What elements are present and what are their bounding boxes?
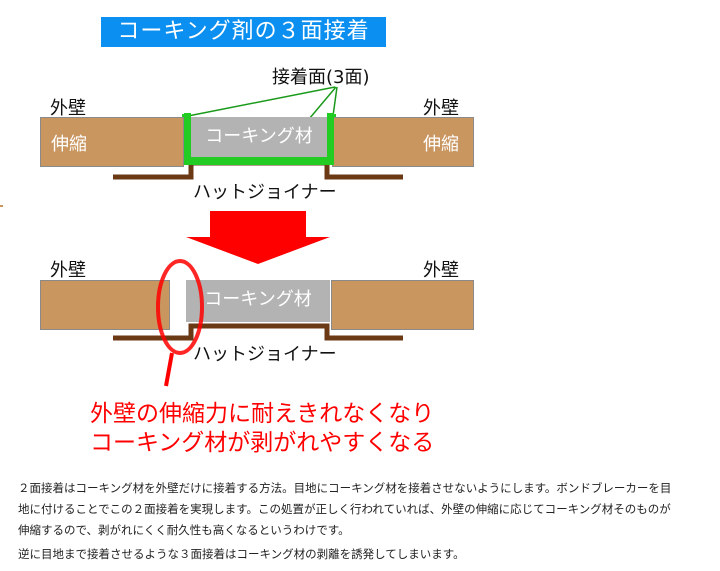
bond-surface-bottom [184,157,334,165]
bond-surface-right [327,113,334,165]
transition-arrow-icon [186,211,330,264]
hat-joiner-bottom [113,323,403,341]
gap-highlight-circle [156,259,204,355]
wall-right-label-top: 外壁 [423,98,459,119]
body-paragraph-2: 逆に目地まで接着させるような３面接着はコーキング材の剥離を誘発してしまいます。 [18,547,465,561]
wall-right-top: 伸縮 [332,117,474,167]
title-banner: コーキング剤の３面接着 [101,17,386,47]
wall-left-top: 伸縮 [40,117,184,167]
wall-left-label-top: 外壁 [50,98,86,119]
wall-right-bottom [331,280,474,330]
edge-marker [0,205,3,207]
wall-left-label-bottom: 外壁 [50,260,86,281]
caulking-block-top: コーキング材 [188,117,330,157]
hat-joiner-label-bottom: ハットジョイナー [193,344,337,365]
wall-right-label-bottom: 外壁 [423,260,459,281]
wall-left-bottom [40,280,170,330]
warning-line-1: 外壁の伸縮力に耐えきれなくなり [90,401,435,427]
expansion-right-label: 伸縮 [423,134,459,155]
expansion-left-label: 伸縮 [51,134,87,155]
contact-surfaces-label: 接着面(3面) [272,67,370,88]
hat-joiner-label-top: ハットジョイナー [193,182,337,203]
body-paragraph-1: ２面接着はコーキング材を外壁だけに接着する方法。目地にコーキング材を接着させない… [18,481,672,537]
caulking-block-bottom: コーキング材 [186,280,330,322]
warning-line-2: コーキング材が剥がれやすくなる [90,430,435,456]
bond-surface-left [184,113,191,165]
